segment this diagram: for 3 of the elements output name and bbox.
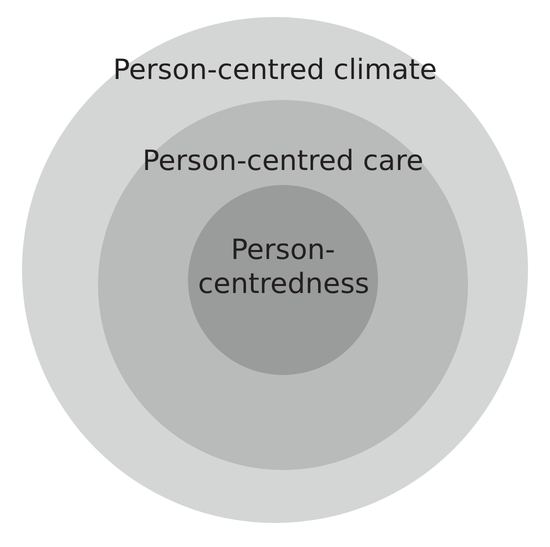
circle-label: Person-centredness	[198, 233, 368, 301]
circle-label: Person-centred care	[141, 144, 424, 178]
circle-label: Person-centred climate	[112, 53, 438, 87]
